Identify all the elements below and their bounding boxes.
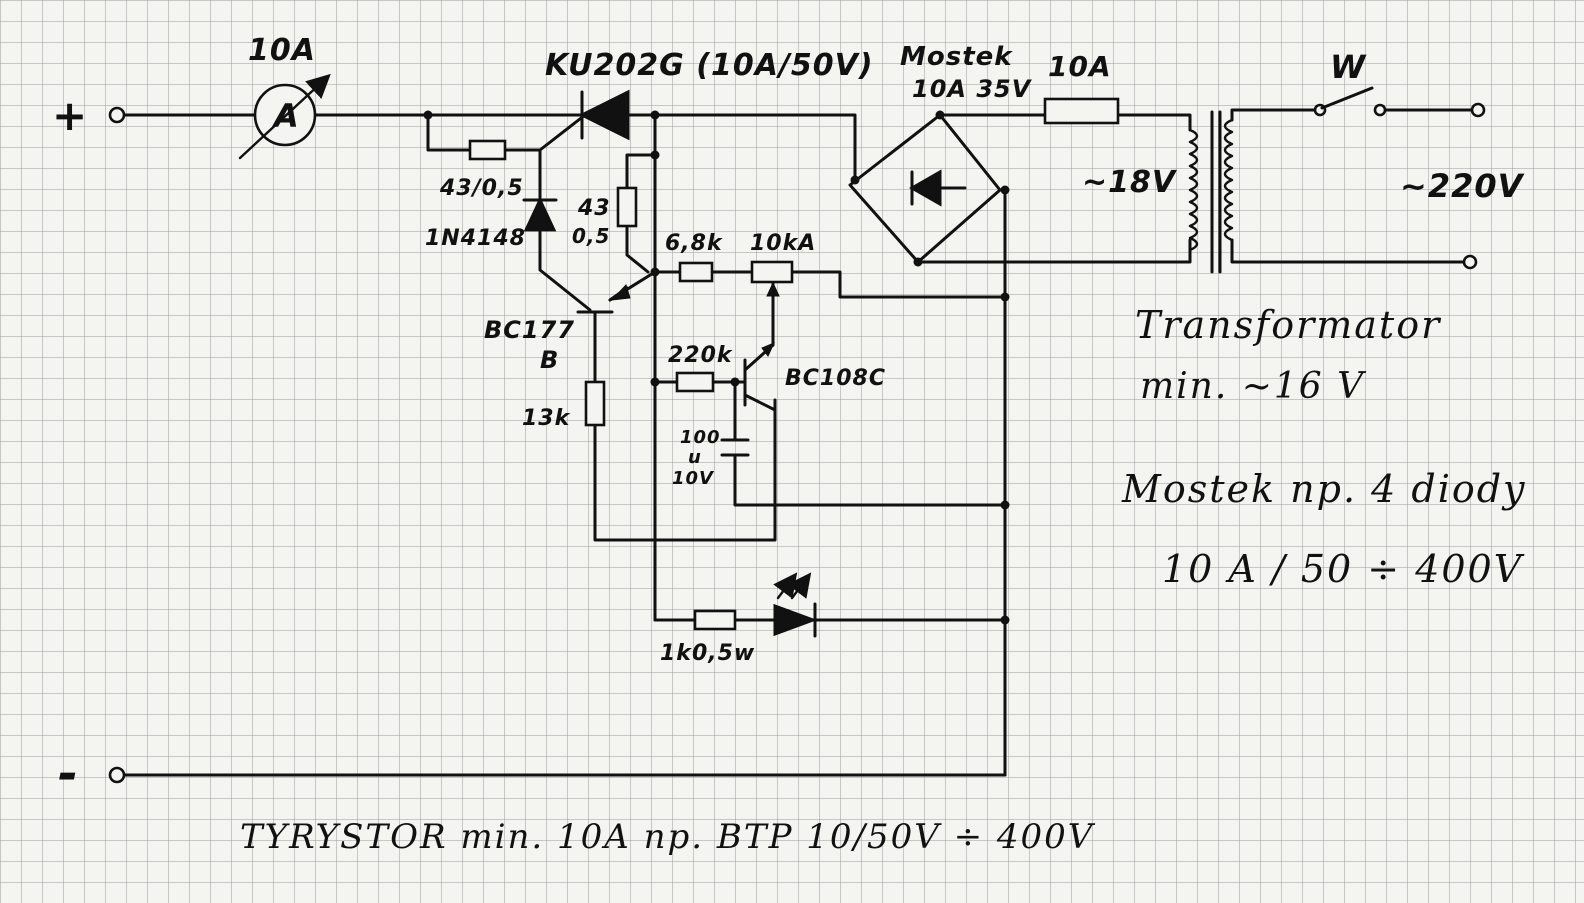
note-bridge-line2: 10 A / 50 ÷ 400V [1162, 547, 1525, 591]
transistor-bc177-label: BC177 [484, 316, 575, 344]
mains-voltage: ~220V [1400, 167, 1525, 205]
capacitor-voltage: 10V [672, 468, 715, 489]
resistor-43-sense [468, 139, 507, 161]
resistor-1k [693, 609, 737, 631]
bridge-label: Mostek [900, 42, 1013, 72]
note-bridge-line1: Mostek np. 4 diody [1121, 467, 1527, 511]
mains-terminal-bottom[interactable] [1462, 254, 1478, 270]
note-transformer-line1: Transformator [1135, 303, 1442, 347]
capacitor-100u [720, 438, 750, 457]
resistor-43-power: 0,5 [572, 224, 610, 248]
diode-1n4148-label: 1N4148 [425, 226, 526, 251]
capacitor-value: 100 [680, 427, 721, 448]
led-indicator [773, 572, 818, 638]
fuse-10a [1043, 97, 1120, 125]
resistor-13k [584, 380, 606, 427]
resistor-6k8 [678, 261, 714, 283]
thyristor-symbol [578, 89, 630, 141]
transformer [1188, 110, 1234, 274]
wiring [115, 108, 1480, 777]
capacitor-unit: u [688, 447, 702, 468]
resistor-1k-label: 1k0,5w [660, 641, 755, 666]
ammeter: A [238, 73, 331, 160]
thyristor-label: KU202G (10A/50V) [545, 48, 874, 83]
bridge-rating: 10A 35V [912, 75, 1033, 103]
plus-terminal[interactable] [108, 106, 126, 124]
transistor-bc108c-label: BC108C [785, 366, 886, 391]
note-transformer-line2: min. ~16 V [1140, 366, 1367, 407]
bridge-rectifier [848, 113, 1002, 264]
minus-terminal[interactable] [108, 766, 126, 784]
ammeter-rating: 10A [248, 33, 316, 68]
mains-terminal-top[interactable] [1470, 102, 1486, 118]
transistor-bc177 [576, 284, 631, 314]
diode-1n4148 [522, 196, 558, 232]
minus-terminal-label: - [58, 746, 79, 802]
potentiometer-10ka[interactable] [750, 260, 794, 297]
resistor-6k8-label: 6,8k [665, 231, 723, 256]
fuse-label: 10A [1048, 50, 1112, 83]
resistor-13k-label: 13k [522, 406, 571, 431]
resistor-43-value: 43 [577, 196, 611, 221]
resistor-43 [616, 186, 638, 228]
mains-switch[interactable] [1313, 86, 1387, 117]
resistor-220k [675, 371, 715, 393]
switch-label: W [1330, 48, 1367, 86]
transistor-bc177-group: B [540, 346, 559, 374]
note-thyristor: TYRYSTOR min. 10A np. BTP 10/50V ÷ 400V [240, 817, 1096, 857]
resistor-220k-label: 220k [668, 343, 733, 368]
potentiometer-10ka-label: 10kA [750, 231, 816, 256]
plus-terminal-label: + [52, 91, 88, 140]
resistor-43-sense-label: 43/0,5 [439, 176, 524, 201]
junction-dots [423, 110, 1010, 625]
secondary-voltage: ~18V [1082, 165, 1178, 200]
